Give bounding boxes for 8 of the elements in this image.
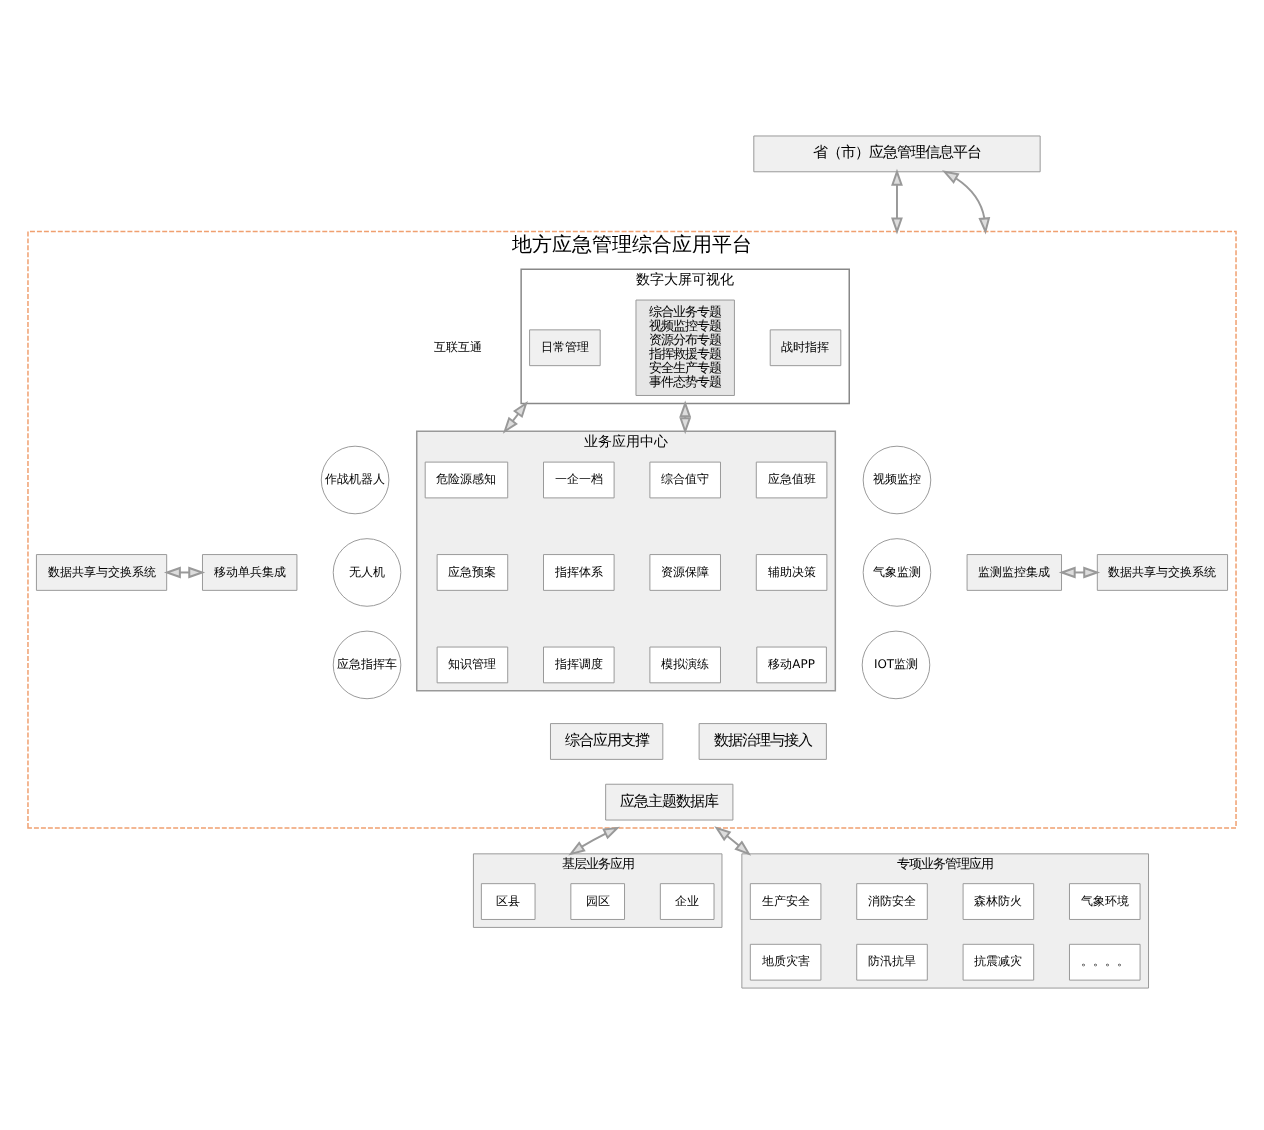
arrow [714,825,752,855]
arrow [1058,565,1101,578]
arrow [891,167,903,234]
arrow [502,400,528,433]
arrow [942,169,991,234]
arrow [679,399,692,434]
arrow [568,825,621,855]
arrow [163,565,206,578]
